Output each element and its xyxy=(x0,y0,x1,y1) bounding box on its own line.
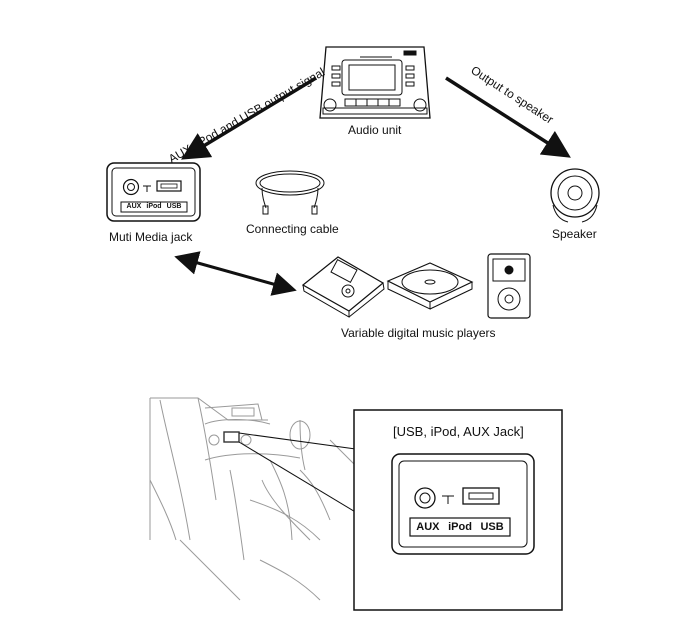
inset-box xyxy=(353,409,563,611)
mp3-player-illustration xyxy=(301,256,385,318)
jack-ipod-label: iPod xyxy=(146,203,162,210)
speaker-label: Speaker xyxy=(552,227,597,241)
music-players-label: Variable digital music players xyxy=(341,326,496,340)
inset-usb-label: USB xyxy=(480,521,504,533)
car-interior-sketch xyxy=(149,397,361,601)
ipod-illustration xyxy=(487,253,531,319)
cd-player-illustration xyxy=(386,262,474,310)
speaker-illustration xyxy=(550,168,600,223)
jack-aux-label: AUX xyxy=(126,203,142,210)
inset-jack-panel xyxy=(391,453,535,555)
inset-aux-label: AUX xyxy=(416,521,440,533)
connecting-cable-illustration xyxy=(255,170,325,215)
multimedia-jack-label: Muti Media jack xyxy=(109,230,193,244)
connecting-cable-label: Connecting cable xyxy=(246,222,339,236)
inset-ipod-label: iPod xyxy=(448,521,472,533)
jack-panel-labels: AUX iPod USB xyxy=(124,203,184,211)
inset-title: [USB, iPod, AUX Jack] xyxy=(393,424,524,439)
multimedia-jack-illustration xyxy=(106,162,201,222)
inset-jack-labels: AUX iPod USB xyxy=(412,520,508,534)
audio-unit-illustration xyxy=(319,46,431,119)
bidirectional-arrow xyxy=(174,251,297,296)
signal-arrow xyxy=(181,76,317,160)
speaker-arrow xyxy=(445,76,571,158)
jack-usb-label: USB xyxy=(166,203,182,210)
audio-unit-label: Audio unit xyxy=(348,123,402,137)
